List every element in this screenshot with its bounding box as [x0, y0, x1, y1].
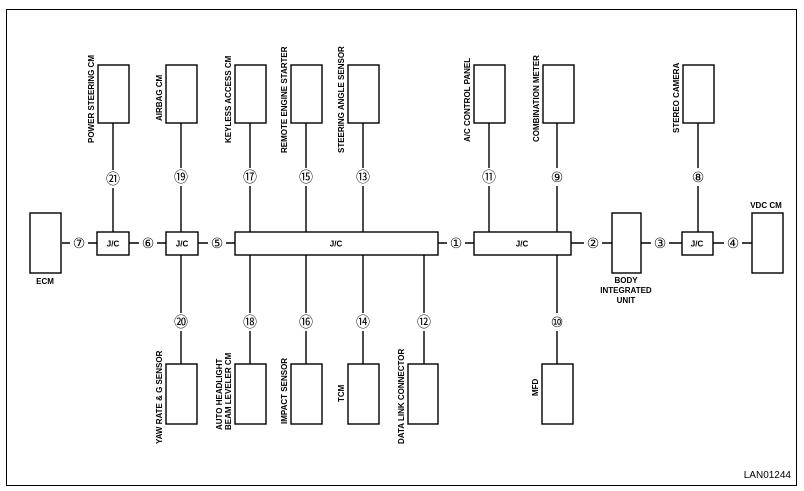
jc-label-2: J/C [176, 240, 189, 249]
body-integrated-label-2: INTEGRATED [600, 286, 652, 295]
circle-number-5: ⑤ [211, 236, 224, 252]
impact-sensor-label: IMPACT SENSOR [280, 358, 289, 424]
combination-meter-label: COMBINATION METER [532, 55, 541, 142]
circle-number-4: ④ [727, 236, 740, 252]
mfd-label: MFD [531, 378, 540, 396]
body-integrated-label-3: UNIT [617, 296, 636, 305]
impact-sensor-box [290, 363, 323, 425]
data-link-label: DATA LINK CONNECTOR [397, 349, 406, 444]
data-link-box [407, 363, 439, 425]
circle-number-18: ⑱ [243, 315, 257, 331]
circle-number-8: ⑧ [692, 170, 705, 186]
tcm-box [347, 363, 380, 425]
circle-number-19: ⑲ [174, 170, 188, 186]
ac-panel-box [473, 64, 506, 124]
circle-number-10: ⑩ [551, 315, 564, 331]
airbag-label: AIRBAG CM [155, 74, 164, 121]
keyless-label: KEYLESS ACCESS CM [224, 55, 233, 143]
circle-number-9: ⑨ [551, 170, 564, 186]
stereo-camera-label: STEREO CAMERA [672, 63, 681, 133]
circle-number-2: ② [587, 236, 600, 252]
stereo-camera-box [682, 64, 715, 124]
circle-number-7: ⑦ [73, 236, 86, 252]
circle-number-15: ⑮ [299, 170, 313, 186]
yaw-rate-label: YAW RATE & G SENSOR [155, 350, 164, 444]
keyless-box [234, 64, 267, 124]
circle-number-11: ⑪ [482, 170, 496, 186]
headlight-box [234, 363, 267, 425]
ac-panel-label: A/C CONTROL PANEL [463, 58, 472, 142]
jc-box-4 [473, 231, 572, 256]
remote-start-box [290, 64, 323, 124]
remote-start-label: REMOTE ENGINE STARTER [280, 46, 289, 153]
combination-meter-box [542, 64, 575, 124]
circle-number-20: ⑳ [174, 315, 188, 331]
vdc-label: VDC CM [750, 201, 782, 210]
jc-box-1 [96, 231, 130, 256]
jc-label-main: J/C [330, 240, 343, 249]
diagram-frame [6, 9, 797, 486]
jc-box-2 [165, 231, 199, 256]
airbag-box [165, 64, 198, 124]
circle-number-1: ① [450, 236, 463, 252]
headlight-label-1: AUTO HEADLIGHT [215, 358, 224, 430]
steering-angle-box [347, 64, 380, 124]
ecm-label: ECM [36, 277, 54, 286]
steering-angle-label: STEERING ANGLE SENSOR [337, 46, 346, 153]
circle-number-13: ⑬ [356, 170, 370, 186]
body-integrated-label-1: BODY [614, 276, 638, 285]
circle-number-12: ⑫ [417, 315, 431, 331]
ecm-box [29, 212, 62, 274]
circle-number-21: ㉑ [106, 172, 120, 188]
jc-label-4: J/C [516, 240, 529, 249]
power-steering-label: POWER STEERING CM [87, 55, 96, 143]
yaw-rate-box [165, 363, 198, 425]
circle-number-14: ⑭ [356, 315, 370, 331]
circle-number-3: ③ [654, 236, 667, 252]
circle-number-16: ⑯ [299, 315, 313, 331]
body-integrated-unit-box [611, 212, 642, 274]
headlight-label-2: BEAM LEVELER CM [224, 352, 233, 430]
jc-label-1: J/C [107, 240, 120, 249]
reference-code: LAN01244 [744, 470, 792, 481]
power-steering-box [97, 64, 130, 124]
tcm-label: TCM [337, 384, 346, 402]
vdc-box [751, 212, 784, 274]
jc-box-main [234, 231, 439, 256]
jc-label-5: J/C [691, 240, 704, 249]
circle-number-17: ⑰ [243, 170, 257, 186]
jc-box-5 [681, 231, 714, 256]
circle-number-6: ⑥ [142, 236, 155, 252]
mfd-box [541, 363, 574, 425]
